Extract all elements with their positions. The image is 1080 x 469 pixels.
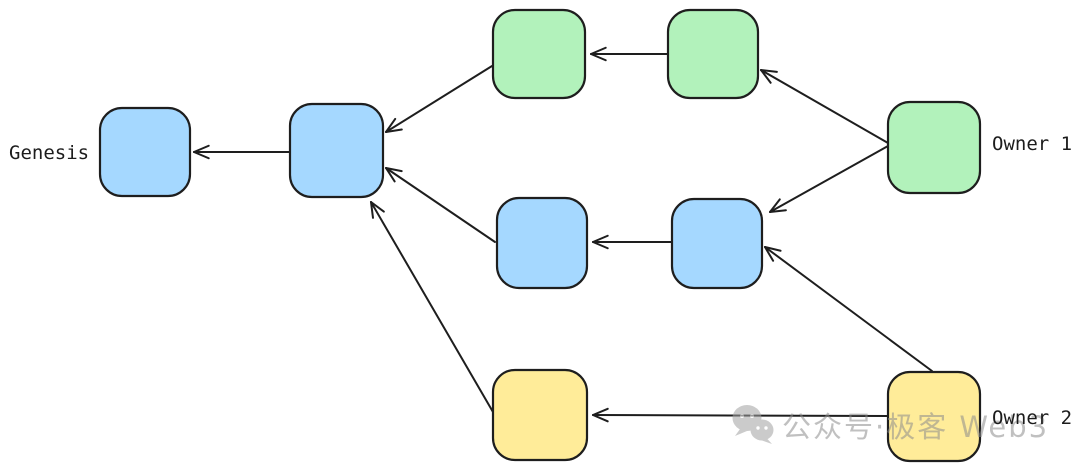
node-green-block-1 xyxy=(491,8,587,100)
edge-green2-to-green1 xyxy=(590,46,669,62)
node-genesis-block xyxy=(98,106,192,198)
node-yellow-block-1 xyxy=(491,368,589,462)
watermark-text: 公众号·极客 Web3 xyxy=(782,409,1050,444)
edge-blue1-to-main xyxy=(385,167,496,243)
edge-main-to-genesis xyxy=(193,144,291,160)
label-owner2: Owner 2 xyxy=(992,407,1073,429)
watermark: 公众号·极客 Web3 xyxy=(731,403,1049,451)
node-blue-block-2 xyxy=(670,197,764,290)
edge-owner1-to-blue2 xyxy=(769,145,889,213)
wechat-icon xyxy=(732,405,774,444)
edge-yellow1-to-main xyxy=(370,201,494,413)
edge-owner2-to-blue2 xyxy=(764,246,933,372)
node-owner1-block xyxy=(886,100,982,195)
label-genesis: Genesis xyxy=(9,142,90,164)
label-owner1: Owner 1 xyxy=(992,133,1073,155)
node-blue-block-1 xyxy=(495,196,589,290)
node-green-block-2 xyxy=(666,8,760,100)
node-main-block xyxy=(288,102,385,199)
edge-owner1-to-green2 xyxy=(760,69,889,144)
edge-green1-to-main xyxy=(385,65,493,133)
edge-blue2-to-blue1 xyxy=(592,234,673,250)
